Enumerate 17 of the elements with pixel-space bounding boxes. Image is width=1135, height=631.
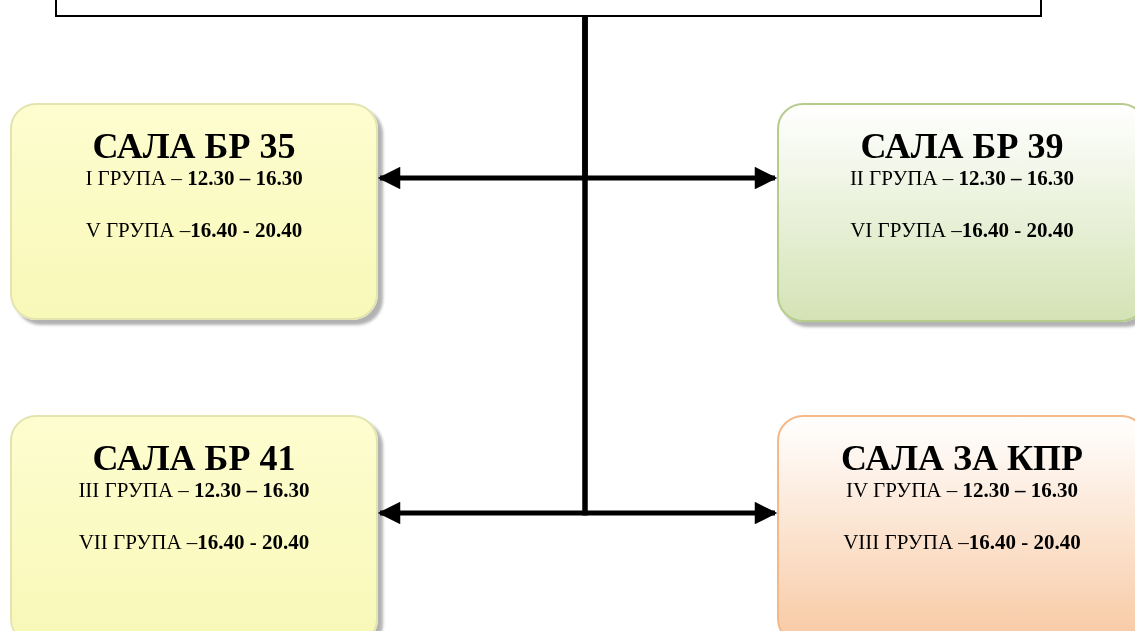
- arrow: [582, 17, 778, 525]
- group-schedule: VIII ГРУПА –16.40 - 20.40: [843, 529, 1081, 555]
- group-schedule: I ГРУПА – 12.30 – 16.30: [85, 165, 303, 191]
- group-schedule: V ГРУПА –16.40 - 20.40: [85, 217, 303, 243]
- group-schedule: VII ГРУПА –16.40 - 20.40: [78, 529, 310, 555]
- room-title: САЛА БР 41: [92, 439, 296, 477]
- group-schedule: II ГРУПА – 12.30 – 16.30: [849, 165, 1075, 191]
- room-card: [10, 415, 378, 631]
- room-card: [10, 103, 378, 320]
- room-card: [777, 103, 1135, 322]
- group-schedule: III ГРУПА – 12.30 – 16.30: [78, 477, 310, 503]
- group-schedule: VI ГРУПА –16.40 - 20.40: [850, 217, 1074, 243]
- room-title: САЛА БР 35: [92, 127, 296, 165]
- room-title: САЛА БР 39: [860, 127, 1064, 165]
- group-schedule: IV ГРУПА – 12.30 – 16.30: [846, 477, 1078, 503]
- room-card: [777, 415, 1135, 631]
- room-title: САЛА ЗА КПР: [840, 439, 1084, 477]
